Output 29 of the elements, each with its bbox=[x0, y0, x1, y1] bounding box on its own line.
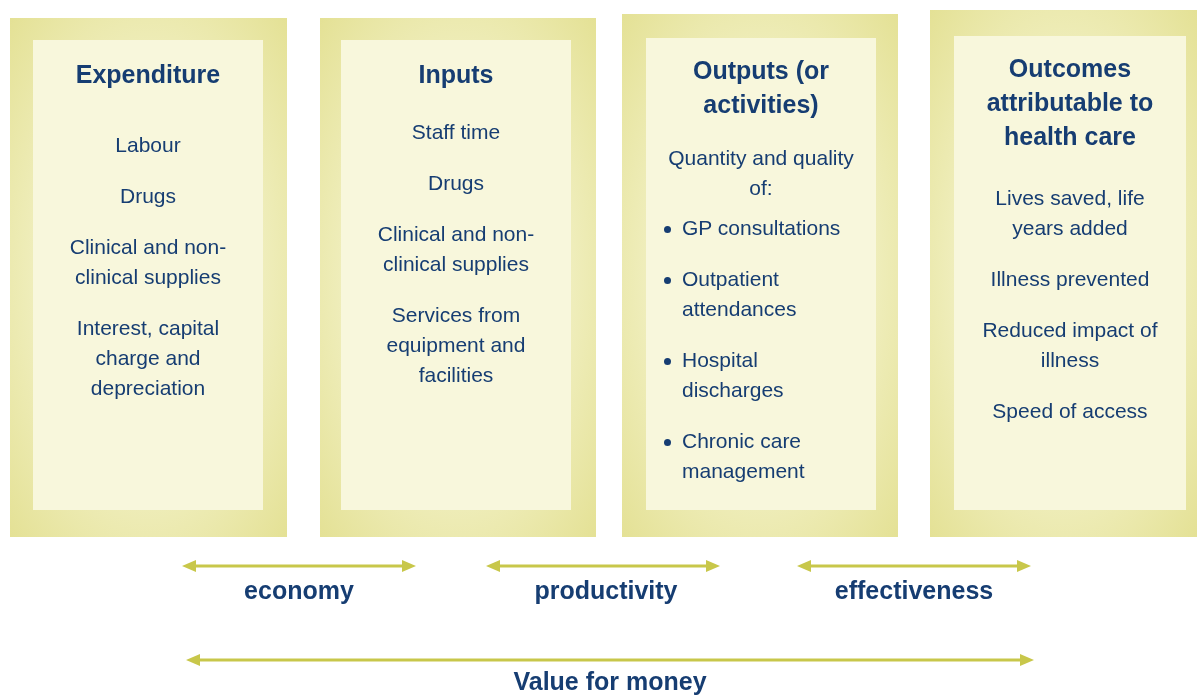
relation-label: economy bbox=[244, 576, 354, 605]
column-heading: Outputs (or activities) bbox=[691, 55, 831, 120]
list-item: Chronic care management bbox=[682, 429, 805, 482]
column-frame bbox=[10, 18, 287, 537]
column-heading: Inputs bbox=[417, 59, 495, 90]
body-text: Staff time bbox=[410, 119, 502, 145]
list-item: Outpatient attendances bbox=[682, 267, 797, 320]
column-frame bbox=[320, 18, 596, 537]
relation-label: effectiveness bbox=[834, 576, 994, 605]
body-text: Labour bbox=[114, 132, 182, 158]
list-item: Hospital discharges bbox=[682, 348, 784, 401]
column-frame bbox=[930, 10, 1197, 537]
body-text: Drugs bbox=[427, 170, 485, 196]
column-heading: Outcomes attributable to health care bbox=[985, 53, 1155, 152]
column-heading: Expenditure bbox=[74, 59, 222, 90]
body-text: Clinical and non-clinical supplies bbox=[376, 221, 536, 277]
list-item: GP consultations bbox=[682, 216, 841, 239]
body-text: Reduced impact of illness bbox=[981, 317, 1159, 373]
body-text: Speed of access bbox=[991, 398, 1149, 424]
relation-label: Value for money bbox=[513, 667, 707, 696]
body-text: Services from equipment and facilities bbox=[385, 302, 527, 388]
body-text: Lives saved, life years added bbox=[994, 185, 1146, 241]
column-frame bbox=[622, 14, 898, 537]
body-text: Illness prevented bbox=[989, 266, 1151, 292]
body-text: Interest, capital charge and depreciation bbox=[75, 315, 221, 401]
body-text: Drugs bbox=[119, 183, 177, 209]
relation-label: productivity bbox=[534, 576, 678, 605]
body-text: Clinical and non-clinical supplies bbox=[68, 234, 228, 290]
body-text: Quantity and quality of: bbox=[667, 145, 855, 201]
